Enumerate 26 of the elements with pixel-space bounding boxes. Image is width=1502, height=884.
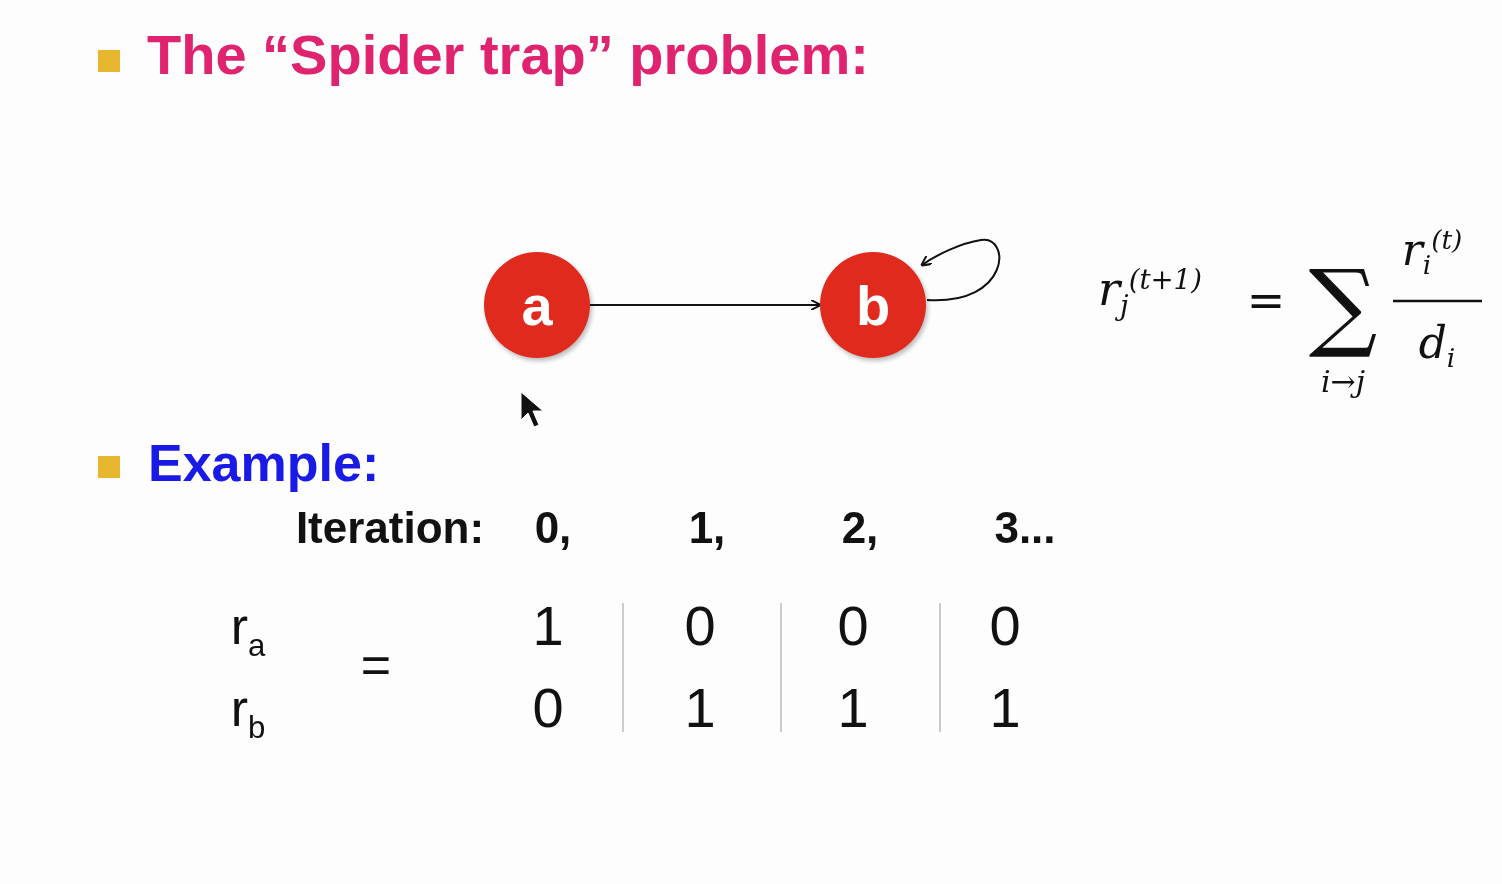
section-heading: Example:: [148, 432, 380, 493]
iteration-number: 2,: [841, 503, 879, 553]
matrix-value: 0: [532, 674, 564, 740]
slide-title: The “Spider trap” problem:: [147, 22, 869, 87]
node-circle: b: [820, 252, 926, 358]
sum-index: i→j: [1321, 363, 1365, 399]
matrix-value: 1: [684, 674, 716, 740]
matrix-value: 1: [837, 674, 869, 740]
equals-sign: =: [1246, 273, 1286, 327]
vector-entry-label: r$_{a}$: [230, 596, 266, 664]
row-label: Iteration:: [295, 503, 485, 553]
sum-symbol: ∑: [1308, 249, 1378, 361]
matrix-value: 0: [684, 592, 716, 658]
matrix-value: 1: [989, 674, 1021, 740]
node-circle: a: [484, 252, 590, 358]
matrix-value: 0: [837, 592, 869, 658]
arrow: [589, 299, 822, 311]
matrix-value: 1: [532, 592, 564, 658]
equals-sign: =: [360, 635, 392, 695]
iteration-number: 1,: [688, 503, 726, 553]
iteration-number: 0,: [534, 503, 572, 553]
self-loop-arrow: [920, 239, 1000, 301]
vector-entry-label: r$_{b}$: [230, 678, 266, 746]
denominator: d$_{i}$: [1418, 316, 1456, 374]
matrix-value: 0: [989, 592, 1021, 658]
iteration-number: 3...: [994, 503, 1056, 553]
